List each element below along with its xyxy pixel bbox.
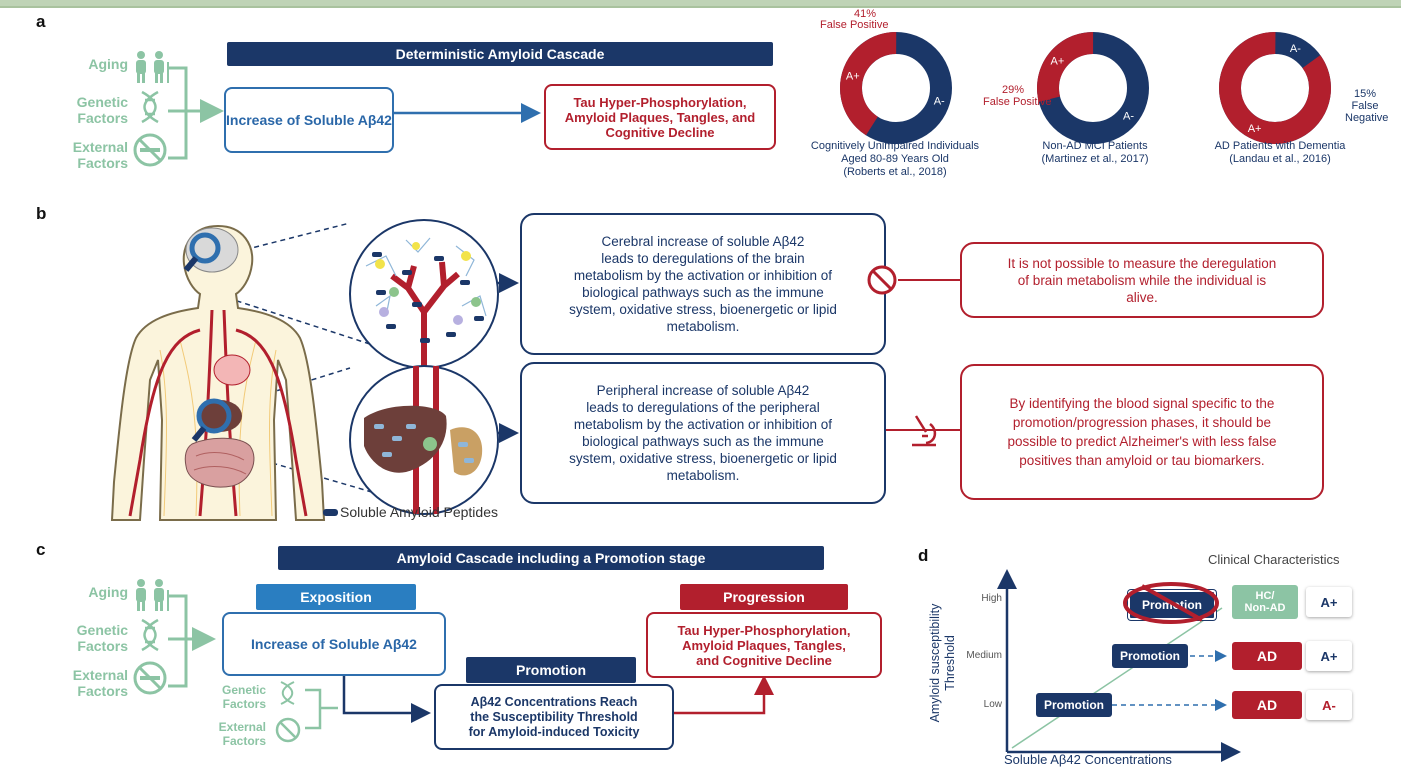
liver-zoom-circle: [349, 365, 499, 515]
panel-d-label: d: [918, 546, 929, 565]
d-xlabel: Soluble Aβ42 Concentrations: [1004, 752, 1172, 767]
human-body-icon: [110, 224, 326, 521]
dna-icon: [280, 681, 295, 705]
bracket-c: [168, 594, 210, 688]
box-periph-note: By identifying the blood signal specific…: [960, 364, 1324, 500]
d-trend-line: [1011, 607, 1223, 749]
d-status-medium: A+: [1306, 641, 1352, 671]
promotion-factor-external: External Factors: [218, 720, 266, 748]
elderly-icon: [136, 579, 169, 611]
label-exposition: Exposition: [256, 584, 416, 610]
d-status-low: A-: [1306, 690, 1352, 720]
label-progression: Progression: [680, 584, 848, 610]
donut-negative-label: A-: [1123, 111, 1134, 123]
d-promotion-medium: Promotion: [1112, 644, 1188, 668]
d-promotion-low: Promotion: [1036, 693, 1112, 717]
arrow-c1: [342, 670, 431, 723]
callout-1-text: False Positive: [820, 19, 889, 31]
d-outcome-medium: AD: [1232, 642, 1302, 670]
prohibited-icon: [867, 265, 897, 295]
arrow-c2: [672, 675, 774, 715]
panel-c-label: c: [36, 540, 46, 559]
donut-positive-slice: [1037, 32, 1149, 144]
panel-b-label: b: [36, 204, 47, 223]
d-outcome-low: AD: [1232, 691, 1302, 719]
legend-soluble-amyloid: Soluble Amyloid Peptides: [340, 504, 498, 520]
d-status-high: A+: [1306, 587, 1352, 617]
amyloid-peptide-icon: [323, 509, 338, 516]
organ-magnifier: [196, 398, 232, 434]
brain-zoom-circle: [349, 219, 499, 370]
box-brain-note: It is not possible to measure the deregu…: [960, 242, 1324, 318]
title-promotion-cascade: Amyloid Cascade including a Promotion st…: [278, 546, 824, 570]
donut-positive-label: A+: [1248, 123, 1262, 135]
no-smoking-icon: [133, 133, 167, 167]
donut-chart-1: A+ A-: [840, 32, 952, 144]
callout-2-text: False Positive: [983, 96, 1052, 108]
box-increase-a: Increase of Soluble Aβ42: [224, 87, 394, 153]
donut-positive-slice: [1219, 31, 1331, 144]
box-outcome-c: Tau Hyper-Phosphorylation, Amyloid Plaqu…: [646, 612, 882, 678]
d-outcome-high: HC/ Non-AD: [1232, 585, 1298, 619]
dna-icon: [141, 90, 159, 124]
microscope-icon: [912, 415, 937, 447]
factor-aging-a: Aging: [88, 56, 128, 72]
donut-caption-2: Non-AD MCI Patients (Martinez et al., 20…: [1041, 140, 1149, 165]
callout-1-pct: 41%: [853, 8, 877, 20]
callout-3-text: False Negative: [1345, 100, 1389, 124]
label-promotion: Promotion: [466, 657, 636, 683]
donut-negative-label: A-: [934, 96, 945, 108]
donut-positive-label: A+: [1051, 55, 1065, 67]
donut-caption-3: AD Patients with Dementia (Landau et al.…: [1214, 140, 1346, 165]
factor-icons-c: [133, 579, 169, 695]
no-smoking-icon: [133, 661, 167, 695]
d-header: Clinical Characteristics: [1208, 552, 1340, 567]
box-peripheral: Peripheral increase of soluble Aβ42 lead…: [520, 362, 886, 504]
d-level-high: High: [981, 593, 1002, 604]
d-crossed-out-icon: [1123, 582, 1219, 624]
donut-chart-3: A+ A-: [1219, 31, 1331, 144]
box-threshold: Aβ42 Concentrations Reach the Susceptibi…: [434, 684, 674, 750]
bracket-c2: [305, 688, 338, 730]
d-level-low: Low: [983, 699, 1002, 710]
callout-3-pct: 15%: [1353, 88, 1377, 100]
promotion-factor-icons: [275, 681, 301, 743]
elderly-icon: [136, 51, 169, 83]
factor-external-c: External Factors: [72, 667, 128, 699]
callout-2-pct: 29%: [1001, 84, 1025, 96]
box-cerebral: Cerebral increase of soluble Aβ42 leads …: [520, 213, 886, 355]
box-increase-c: Increase of Soluble Aβ42: [222, 612, 446, 676]
box-outcome-a: Tau Hyper-Phosphorylation, Amyloid Plaqu…: [544, 84, 776, 150]
factor-icons-a: [133, 51, 169, 167]
d-ylabel: Amyloid susceptibility Threshold: [928, 603, 957, 723]
dna-icon: [141, 618, 159, 652]
donut-positive-label: A+: [846, 70, 860, 82]
callout-1: 41%: [835, 8, 895, 20]
d-level-medium: Medium: [966, 650, 1002, 661]
title-deterministic: Deterministic Amyloid Cascade: [227, 42, 773, 66]
factor-genetic-a: Genetic Factors: [76, 94, 128, 126]
brain-magnifier: [189, 232, 221, 264]
donut-chart-2: A+ A-: [1037, 32, 1149, 144]
factor-external-a: External Factors: [72, 139, 128, 171]
donut-caption-1: Cognitively Unimpaired Individuals Aged …: [810, 140, 980, 178]
factor-aging-c: Aging: [88, 584, 128, 600]
no-smoking-icon: [275, 717, 301, 743]
donut-negative-label: A-: [1290, 43, 1301, 55]
bracket-a: [168, 66, 218, 160]
factor-genetic-c: Genetic Factors: [76, 622, 128, 654]
promotion-factor-genetic: Genetic Factors: [221, 683, 266, 711]
figure-frame: a Aging Genetic Factors External Factors…: [0, 6, 1401, 767]
panel-a-label: a: [36, 12, 46, 31]
